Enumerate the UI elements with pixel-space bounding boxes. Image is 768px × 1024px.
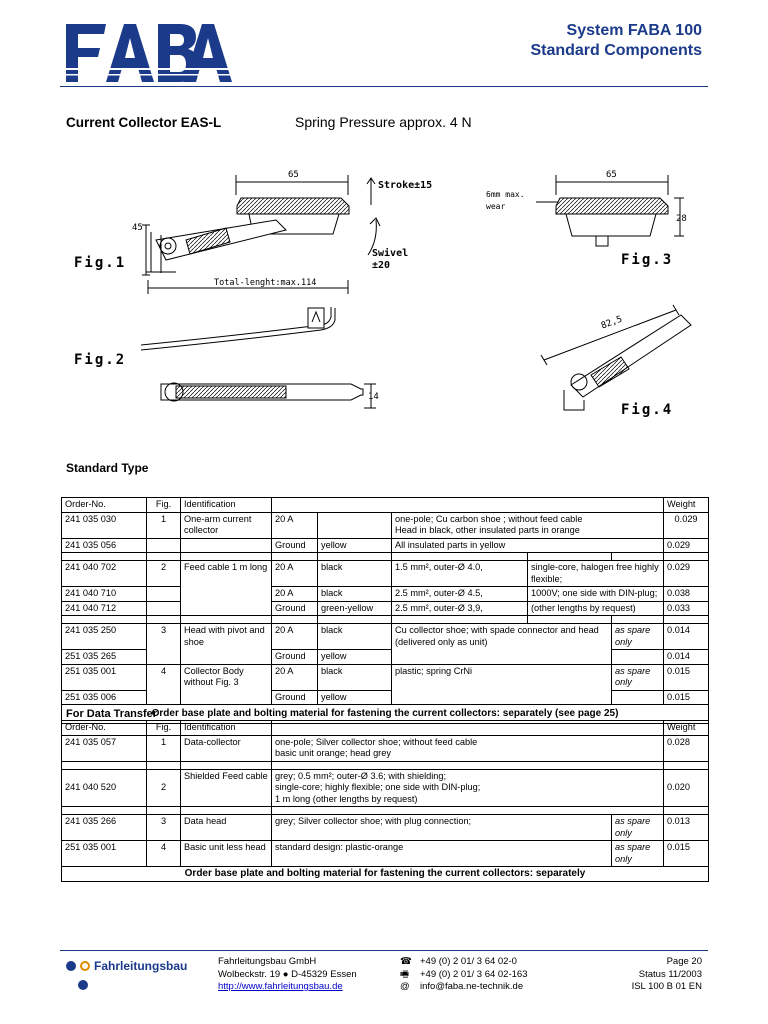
footer-contact-block: ☎ +49 (0) 2 01/ 3 64 02-0 🖷 +49 (0) 2 01/ …: [400, 956, 527, 994]
table-row: 241 040 710 20 A black 2.5 mm², outer-Ø …: [61, 586, 710, 602]
col-fig: Fig.: [146, 497, 181, 513]
table-row: 241 035 250 3 Head with pivot and shoe 2…: [61, 623, 710, 665]
email-icon: @: [400, 981, 410, 992]
footer-doc-id: ISL 100 B 01 EN: [631, 981, 702, 992]
fig4-drawing: [540, 304, 692, 411]
swivel-value: ±20: [372, 260, 391, 271]
swivel-label: Swivel: [372, 248, 409, 259]
drawing-canvas: [140, 175, 692, 411]
logo-dot-icon: [66, 961, 76, 971]
footer-fax: +49 (0) 2 01/ 3 64 02-163: [420, 968, 528, 980]
footer-divider: [60, 950, 708, 951]
standard-type-heading: Standard Type: [66, 461, 149, 475]
col-ident: Identification: [180, 497, 272, 513]
logo-ring-icon: [80, 961, 90, 971]
data-transfer-note: Order base plate and bolting material fo…: [61, 866, 709, 882]
total-length-label: Total-lenght:max.114: [214, 278, 317, 288]
table-note-row: Order base plate and bolting material fo…: [61, 866, 709, 882]
table-row: 241 040 702 2 Feed cable 1 m long 20 A b…: [61, 560, 710, 616]
standard-type-table: Order-No. Fig. Identification Weight 241…: [60, 497, 710, 724]
footer-company: Fahrleitungsbau GmbH: [218, 956, 317, 967]
fig4-label: Fig.4: [621, 402, 674, 418]
dim-65-fig1: 65: [288, 170, 299, 180]
table-row: 241 035 030 1 One-arm current collector …: [61, 511, 710, 539]
fig3-label: Fig.3: [621, 252, 674, 268]
faba-logo: [66, 24, 232, 87]
table-row: 251 035 001 4 Basic unit less head stand…: [61, 840, 709, 867]
logo-dot-icon-2: [78, 980, 88, 990]
footer-address: Wolbeckstr. 19 ● D-45329 Essen: [218, 968, 357, 980]
product-title: Current Collector EAS-L: [66, 115, 222, 130]
data-transfer-heading: For Data Transfer: [66, 708, 158, 720]
dim-14: 14: [368, 392, 379, 402]
fax-icon: 🖷: [400, 968, 409, 980]
faba-logo-graphic: [66, 24, 232, 82]
fig1-drawing: [142, 175, 381, 294]
table-header-row: Order-No. Fig. Identification Weight: [61, 720, 709, 736]
table-row: 241 035 056 Ground yellow All insulated …: [61, 537, 710, 553]
table-row: 241 040 520 2 Shielded Feed cable grey; …: [61, 768, 709, 807]
wear-label-2: wear: [486, 202, 506, 211]
table-header-row: Order-No. Fig. Identification Weight: [61, 497, 710, 513]
technical-drawings: Fig.1 Fig.2 Fig.3 Fig.4 65 65 45 28 14 8…: [66, 160, 706, 430]
footer-logo-text: Fahrleitungsbau: [94, 959, 188, 973]
dim-28: 28: [676, 214, 687, 224]
table-row: 241 035 057 1 Data-collector one-pole; S…: [61, 734, 709, 762]
footer-status: Status 11/2003: [638, 968, 702, 980]
table-row: 241 035 266 3 Data head grey; Silver col…: [61, 814, 709, 841]
wear-label-1: 6mm max.: [486, 190, 525, 199]
fig2-drawing: [140, 307, 376, 409]
product-subtitle: Spring Pressure approx. 4 N: [295, 114, 472, 130]
fig3-drawing: [536, 175, 684, 247]
phone-icon: ☎: [400, 956, 412, 967]
col-weight: Weight: [663, 497, 710, 513]
footer-email-link[interactable]: info@faba.ne-technik.de: [420, 981, 524, 992]
header-divider: [60, 86, 708, 87]
data-transfer-table: Order-No. Fig. Identification Weight 241…: [61, 720, 709, 882]
footer-website-link[interactable]: http://www.fahrleitungsbau.de: [218, 981, 343, 992]
footer-address-block: Fahrleitungsbau GmbH Wolbeckstr. 19 ● D-…: [218, 956, 357, 994]
footer-logo: Fahrleitungsbau: [66, 959, 187, 973]
table-row: 241 040 712 Ground green-yellow 2.5 mm²,…: [61, 600, 710, 616]
footer-page: Page 20: [666, 956, 702, 967]
dim-45: 45: [132, 223, 143, 233]
dim-65-fig3: 65: [606, 170, 617, 180]
header-subtitle: Standard Components: [530, 42, 702, 59]
fig2-label: Fig.2: [74, 352, 127, 368]
header-title-block: System FABA 100 Standard Components: [530, 22, 702, 60]
footer-meta-block: Page 20 Status 11/2003 ISL 100 B 01 EN: [632, 956, 702, 994]
col-order: Order-No.: [61, 497, 147, 513]
fig1-label: Fig.1: [74, 255, 127, 271]
stroke-label: Stroke±15: [378, 180, 433, 191]
table-row: 251 035 001 4 Collector Body without Fig…: [61, 663, 710, 705]
header-title: System FABA 100: [566, 22, 702, 39]
table-row: 251 035 006 Ground yellow 0.015: [61, 689, 710, 705]
footer-phone: +49 (0) 2 01/ 3 64 02-0: [420, 956, 517, 967]
